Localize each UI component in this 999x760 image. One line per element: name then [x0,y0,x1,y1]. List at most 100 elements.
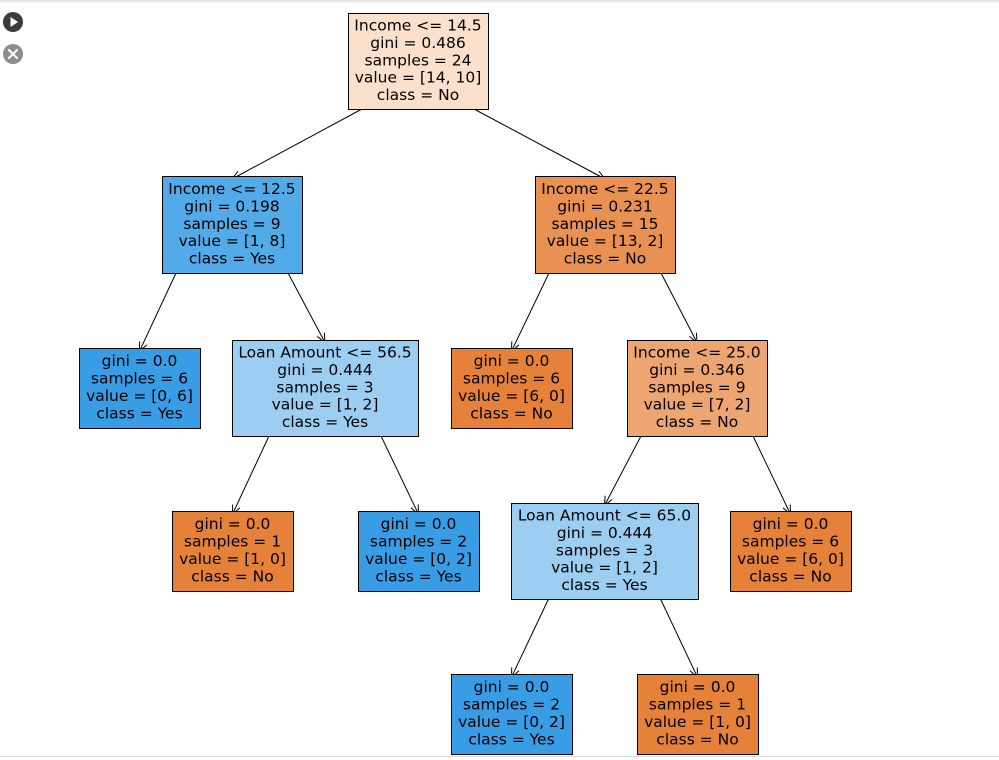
tree-edge-n2-n5 [512,272,550,351]
tree-edge-n4-n7 [233,435,270,514]
tree-node-box [162,176,303,274]
tree-node-line: samples = 2 [370,533,467,551]
tree-node-line: gini = 0.0 [753,515,829,533]
tree-node-line: gini = 0.486 [370,34,466,52]
tree-edge-n6-n9 [605,435,642,506]
tree-node-line: samples = 9 [648,378,745,396]
tree-node-line: value = [7, 2] [644,396,751,414]
tree-node-line: class = Yes [375,567,461,585]
tree-edge-n9-n11 [512,598,549,677]
tree-node-line: class = No [470,404,552,422]
tree-node-line: gini = 0.198 [184,197,280,215]
tree-node-line: samples = 3 [556,541,653,559]
tree-node-line: samples = 24 [365,51,472,69]
tree-node-line: Income <= 14.5 [354,17,481,35]
tree-node-box [172,511,294,592]
tree-node-box [637,674,759,755]
tree-node-box [535,176,676,274]
tree-node-box [79,348,201,429]
tree-node-line: value = [13, 2] [547,232,664,250]
tree-edge-root-n1 [232,108,363,179]
tree-node-line: gini = 0.0 [474,678,550,696]
tree-edge-n1-n4 [287,272,325,343]
tree-node-line: Income <= 25.0 [633,344,760,362]
tree-node-line: gini = 0.346 [649,361,745,379]
tree-node-line: gini = 0.444 [277,361,373,379]
tree-node-box [511,503,699,600]
tree-node-line: value = [0, 6] [86,387,193,405]
tree-node-box [451,674,573,755]
tree-node-line: Loan Amount <= 56.5 [238,344,411,362]
tree-node-box [451,348,573,429]
tree-node-line: samples = 15 [552,215,659,233]
tree-node-line: class = No [377,86,459,104]
tree-node-line: gini = 0.231 [557,197,653,215]
tree-node-line: value = [14, 10] [355,69,482,87]
tree-node-line: samples = 6 [91,370,188,388]
tree-node-line: value = [1, 2] [551,559,658,577]
tree-node-line: class = No [656,413,738,431]
tree-node-line: Income <= 12.5 [168,180,295,198]
close-circle-icon[interactable] [3,44,23,64]
tree-edge-n1-n3 [140,272,177,351]
tree-node-box [232,340,419,437]
top-divider [0,0,999,3]
tree-node-line: samples = 1 [649,696,746,714]
tree-node-line: class = No [749,567,831,585]
tree-node-line: value = [0, 2] [365,550,472,568]
tree-node-line: value = [1, 0] [179,550,286,568]
tree-node-line: gini = 0.0 [660,678,736,696]
tree-node-line: Loan Amount <= 65.0 [518,507,691,525]
tree-node-line: class = Yes [189,250,275,268]
tree-node-line: class = Yes [468,730,554,748]
tree-node-line: gini = 0.0 [381,515,457,533]
play-circle-icon[interactable] [3,12,23,32]
tree-edge-n6-n10 [752,435,791,514]
tree-edge-n2-n6 [660,272,697,343]
tree-edge-n4-n8 [380,435,419,514]
tree-node-line: class = No [191,567,273,585]
tree-node-line: class = Yes [96,404,182,422]
tree-node-line: class = No [564,250,646,268]
tree-node-line: gini = 0.0 [474,352,550,370]
tree-node-line: value = [1, 8] [179,232,286,250]
tree-node-line: value = [0, 2] [458,713,565,731]
tree-node-line: value = [1, 2] [272,396,379,414]
tree-node-box [348,13,489,110]
tree-node-box [627,340,768,437]
tree-node-line: class = Yes [561,576,647,594]
tree-edge-root-n2 [473,108,605,179]
tree-node-box [358,511,480,592]
bottom-divider [0,756,999,757]
tree-node-line: samples = 1 [184,533,281,551]
tree-node-box [730,511,852,592]
tree-node-line: gini = 0.444 [557,524,653,542]
tree-node-line: value = [6, 0] [458,387,565,405]
tree-node-line: class = Yes [282,413,368,431]
tree-node-line: gini = 0.0 [102,352,178,370]
tree-node-line: value = [6, 0] [737,550,844,568]
tree-node-line: samples = 9 [183,215,280,233]
tree-node-line: Income <= 22.5 [541,180,668,198]
tree-edge-n9-n12 [660,598,698,677]
tree-node-line: value = [1, 0] [644,713,751,731]
tree-node-line: gini = 0.0 [195,515,271,533]
tree-node-line: samples = 3 [276,378,373,396]
tree-node-line: samples = 6 [742,533,839,551]
tree-node-line: samples = 2 [463,696,560,714]
tree-node-line: class = No [656,730,738,748]
